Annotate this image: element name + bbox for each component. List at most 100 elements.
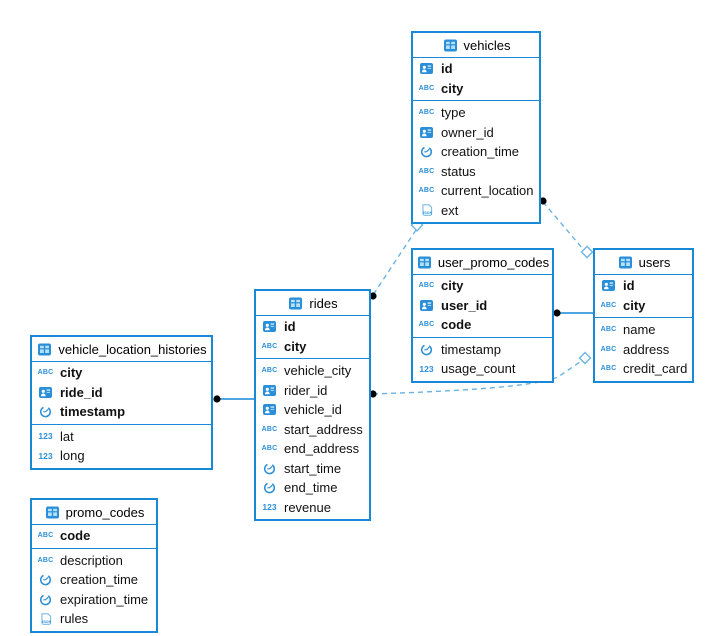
relationship-endpoint-dot xyxy=(369,292,377,300)
field-name: name xyxy=(623,322,656,338)
field-row-current-location[interactable]: ABC current_location xyxy=(413,181,539,201)
field-name: city xyxy=(441,278,464,294)
string-type-icon: ABC xyxy=(418,84,435,92)
field-row-user-id[interactable]: user_id xyxy=(413,296,552,316)
table-header[interactable]: rides xyxy=(256,291,369,316)
field-row-city[interactable]: ABC city xyxy=(413,79,539,99)
field-name: vehicle_id xyxy=(284,402,342,418)
relationship-endpoint-diamond xyxy=(580,245,594,259)
string-type-icon: ABC xyxy=(600,326,617,334)
string-type-icon: ABC xyxy=(418,167,435,175)
table-header[interactable]: vehicle_location_histories xyxy=(32,337,211,362)
relationship-line-rides-vehicles xyxy=(372,229,417,296)
field-name: city xyxy=(60,365,83,381)
field-name: creation_time xyxy=(60,572,139,588)
json-type-icon: JSON xyxy=(37,612,54,626)
table-promo-codes[interactable]: promo_codes ABC code ABC description cre… xyxy=(30,498,158,633)
field-row-id[interactable]: id xyxy=(595,276,692,296)
table-vehicle-location-histories[interactable]: vehicle_location_histories ABC city ride… xyxy=(30,335,213,470)
field-row-rules[interactable]: JSON rules xyxy=(32,609,156,629)
field-row-city[interactable]: ABC city xyxy=(595,296,692,316)
table-icon xyxy=(36,342,53,356)
timestamp-type-icon xyxy=(261,461,278,475)
string-type-icon: ABC xyxy=(261,367,278,375)
field-row-city[interactable]: ABC city xyxy=(256,337,369,357)
table-icon xyxy=(617,255,634,269)
table-icon xyxy=(44,505,61,519)
field-row-creation-time[interactable]: creation_time xyxy=(413,142,539,162)
string-type-icon: ABC xyxy=(600,365,617,373)
table-name: user_promo_codes xyxy=(437,254,550,270)
field-name: usage_count xyxy=(441,361,516,377)
svg-text:JSON: JSON xyxy=(41,620,51,624)
field-row-description[interactable]: ABC description xyxy=(32,551,156,571)
field-name: city xyxy=(284,338,307,354)
field-row-ride-id[interactable]: ride_id xyxy=(32,383,211,403)
field-row-status[interactable]: ABC status xyxy=(413,162,539,182)
string-type-icon: ABC xyxy=(418,321,435,329)
field-row-city[interactable]: ABC city xyxy=(32,363,211,383)
field-name: start_time xyxy=(284,460,342,476)
pk-divider xyxy=(595,317,692,320)
field-row-creation-time[interactable]: creation_time xyxy=(32,570,156,590)
field-row-start-address[interactable]: ABC start_address xyxy=(256,420,369,440)
id-type-icon xyxy=(261,320,278,334)
field-row-vehicle-id[interactable]: vehicle_id xyxy=(256,400,369,420)
field-row-owner-id[interactable]: owner_id xyxy=(413,123,539,143)
field-row-ext[interactable]: JSON ext xyxy=(413,201,539,221)
string-type-icon: ABC xyxy=(261,445,278,453)
field-row-timestamp[interactable]: timestamp xyxy=(32,402,211,422)
field-row-vehicle-city[interactable]: ABC vehicle_city xyxy=(256,361,369,381)
field-name: id xyxy=(623,278,635,294)
field-name: start_address xyxy=(284,421,363,437)
timestamp-type-icon xyxy=(418,145,435,159)
table-header[interactable]: users xyxy=(595,250,692,275)
field-row-id[interactable]: id xyxy=(256,317,369,337)
field-row-type[interactable]: ABC type xyxy=(413,103,539,123)
pk-divider xyxy=(413,100,539,103)
field-row-usage-count[interactable]: 123 usage_count xyxy=(413,359,552,379)
field-row-rider-id[interactable]: rider_id xyxy=(256,381,369,401)
field-row-expiration-time[interactable]: expiration_time xyxy=(32,590,156,610)
field-row-code[interactable]: ABC code xyxy=(32,526,156,546)
field-row-revenue[interactable]: 123 revenue xyxy=(256,498,369,518)
field-name: address xyxy=(623,341,670,357)
table-header[interactable]: vehicles xyxy=(413,33,539,58)
relationship-endpoint-dot xyxy=(539,197,547,205)
field-name: id xyxy=(441,61,453,77)
field-name: ext xyxy=(441,202,459,218)
table-users[interactable]: users id ABC city ABC name ABC address A… xyxy=(593,248,694,383)
field-name: lat xyxy=(60,428,74,444)
field-row-credit-card[interactable]: ABC credit_card xyxy=(595,359,692,379)
string-type-icon: ABC xyxy=(600,345,617,353)
field-name: timestamp xyxy=(60,404,126,420)
field-row-city[interactable]: ABC city xyxy=(413,276,552,296)
table-name: users xyxy=(638,254,671,270)
field-row-start-time[interactable]: start_time xyxy=(256,459,369,479)
field-row-id[interactable]: id xyxy=(413,59,539,79)
field-name: end_time xyxy=(284,480,338,496)
field-row-end-time[interactable]: end_time xyxy=(256,478,369,498)
field-name: code xyxy=(60,528,91,544)
table-vehicles[interactable]: vehicles id ABC city ABC type owner_id xyxy=(411,31,541,224)
field-row-end-address[interactable]: ABC end_address xyxy=(256,439,369,459)
field-row-lat[interactable]: 123 lat xyxy=(32,427,211,447)
number-type-icon: 123 xyxy=(38,431,53,442)
id-type-icon xyxy=(418,62,435,76)
field-row-timestamp[interactable]: timestamp xyxy=(413,340,552,360)
id-type-icon xyxy=(261,403,278,417)
id-type-icon xyxy=(418,125,435,139)
table-user-promo-codes[interactable]: user_promo_codes ABC city user_id ABC co… xyxy=(411,248,554,383)
table-rides[interactable]: rides id ABC city ABC vehicle_city rider… xyxy=(254,289,371,521)
table-header[interactable]: promo_codes xyxy=(32,500,156,525)
field-row-code[interactable]: ABC code xyxy=(413,315,552,335)
table-header[interactable]: user_promo_codes xyxy=(413,250,552,275)
svg-text:JSON: JSON xyxy=(422,211,432,215)
json-type-icon: JSON xyxy=(418,203,435,217)
id-type-icon xyxy=(261,383,278,397)
field-row-long[interactable]: 123 long xyxy=(32,446,211,466)
table-name: vehicle_location_histories xyxy=(58,341,207,357)
relationship-endpoint-dot xyxy=(213,395,221,403)
field-row-name[interactable]: ABC name xyxy=(595,320,692,340)
field-row-address[interactable]: ABC address xyxy=(595,340,692,360)
